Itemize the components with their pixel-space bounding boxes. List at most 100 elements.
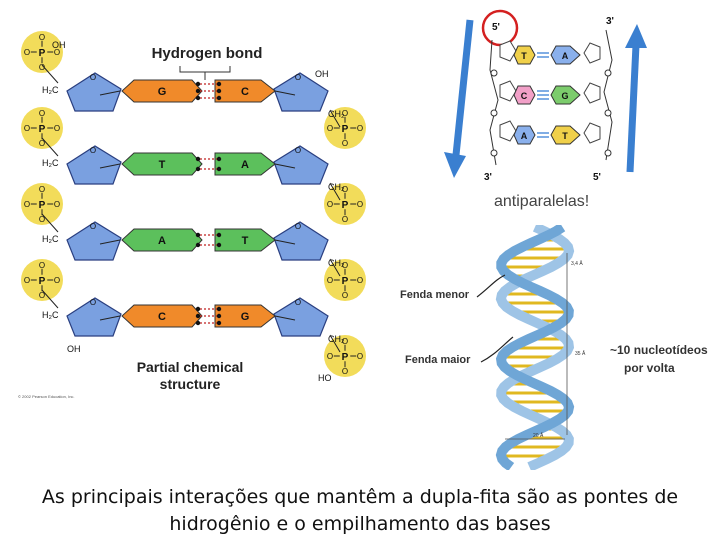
oxygen-atom-label: O — [342, 291, 348, 300]
base-letter: C — [521, 91, 528, 101]
base-letter: G — [561, 91, 568, 101]
phosphate-atom-label: P — [39, 276, 46, 287]
oxygen-atom-label: O — [24, 200, 30, 209]
glycosidic-bond — [99, 315, 121, 321]
atom-dot — [195, 320, 201, 326]
oxygen-atom-label: O — [342, 337, 348, 346]
h2c-label: H₂C — [42, 85, 59, 95]
phosphate-atom-label: P — [342, 200, 349, 211]
atom-dot — [195, 156, 201, 162]
partial-structure-title: Partial chemical — [137, 359, 244, 375]
arrow-shaft-down — [452, 19, 474, 156]
oxygen-atom-label: O — [39, 139, 45, 148]
base-letter: G — [241, 311, 250, 323]
oxygen-atom-label: O — [295, 73, 301, 82]
oxygen-atom-label: O — [90, 73, 96, 82]
three-prime-label: 3' — [606, 16, 614, 27]
base-ring — [121, 228, 203, 252]
phosphate-circle — [324, 183, 366, 225]
oxygen-atom-label: O — [327, 200, 333, 209]
oxygen-atom-label: O — [295, 222, 301, 231]
oxygen-atom-label: O — [357, 124, 363, 133]
sugar-ring — [66, 72, 122, 112]
phosphate-circle — [21, 107, 63, 149]
atom-dot — [195, 81, 201, 87]
sugar-ring — [273, 221, 329, 261]
oxygen-atom-label: O — [90, 146, 96, 155]
base-letter: T — [159, 159, 166, 171]
backbone-bond — [329, 182, 341, 201]
glycosidic-bond — [274, 315, 296, 321]
phosphate-atom-label: P — [39, 48, 46, 59]
five-prime-highlight-circle — [481, 9, 519, 47]
oxygen-atom-label: O — [24, 48, 30, 57]
base-ring — [214, 228, 276, 252]
deoxyribose-sugar: O — [273, 297, 329, 337]
three-prime-label: 3' — [484, 172, 492, 183]
glycosidic-bond — [274, 163, 296, 169]
nitrogenous-base: G — [121, 79, 203, 103]
hydrogen-bond-title: Hydrogen bond — [152, 45, 263, 62]
five-prime-label: 5' — [492, 22, 500, 33]
oxygen-atom-label: O — [342, 185, 348, 194]
nitrogenous-base: C — [214, 79, 276, 103]
nitrogenous-base: C — [121, 304, 203, 328]
base-ring — [121, 152, 203, 176]
pointer-arrow — [476, 274, 506, 298]
oxygen-atom-label: O — [39, 63, 45, 72]
arrow-shaft-up — [626, 44, 640, 173]
oxygen-atom-label: O — [39, 33, 45, 42]
hydrogen-bond-bracket — [179, 66, 231, 80]
backbone-bond — [41, 289, 59, 309]
pointer-arrow — [480, 336, 514, 363]
base-letter: T — [521, 51, 527, 61]
nitrogenous-base: A — [214, 152, 276, 176]
ho-label: HO — [318, 373, 332, 383]
base-letter: T — [562, 131, 568, 141]
phosphate-atom-label: P — [342, 352, 349, 363]
phosphate-dot — [604, 149, 612, 157]
sugar-ring — [499, 120, 517, 142]
oxygen-atom-label: O — [295, 298, 301, 307]
base-ring — [513, 45, 536, 65]
deoxyribose-sugar: O — [66, 72, 122, 112]
oxygen-atom-label: O — [39, 291, 45, 300]
nitrogenous-base: A — [121, 228, 203, 252]
sugar-ring — [499, 80, 517, 102]
nucleotides-per-turn-label: por volta — [624, 361, 675, 375]
deoxyribose-sugar: O — [273, 145, 329, 185]
scale-label: 35 Å — [575, 350, 586, 357]
deoxyribose-sugar: O — [66, 221, 122, 261]
deoxyribose-sugar: O — [66, 297, 122, 337]
slide-caption: As principais interações que mantêm a du… — [41, 486, 679, 535]
oxygen-atom-label: O — [327, 124, 333, 133]
base-letter: T — [242, 235, 249, 247]
antiparallel-caption: antiparalelas! — [494, 193, 589, 210]
sugar-ring — [273, 72, 329, 112]
minor-groove-label: Fenda menor — [400, 289, 470, 301]
helix-strand — [495, 225, 575, 470]
atom-dot — [195, 242, 201, 248]
base-ring — [214, 152, 276, 176]
sugar-ring — [273, 145, 329, 185]
oxygen-atom-label: O — [357, 200, 363, 209]
arrow-head-down — [444, 152, 466, 178]
phosphate-atom-label: P — [342, 124, 349, 135]
ch2-label: CH₂ — [328, 182, 345, 192]
atom-dot — [195, 306, 201, 312]
glycosidic-bond — [99, 239, 121, 245]
atom-dot — [195, 232, 201, 238]
oxygen-atom-label: O — [39, 215, 45, 224]
atom-dot — [195, 166, 201, 172]
helix-strand — [495, 225, 575, 470]
atom-dot — [216, 88, 222, 94]
oh-label: OH — [52, 40, 66, 50]
oh-label: OH — [315, 69, 329, 79]
phosphate-dot — [490, 149, 498, 157]
atom-dot — [216, 313, 222, 319]
oh-label: OH — [67, 344, 81, 354]
